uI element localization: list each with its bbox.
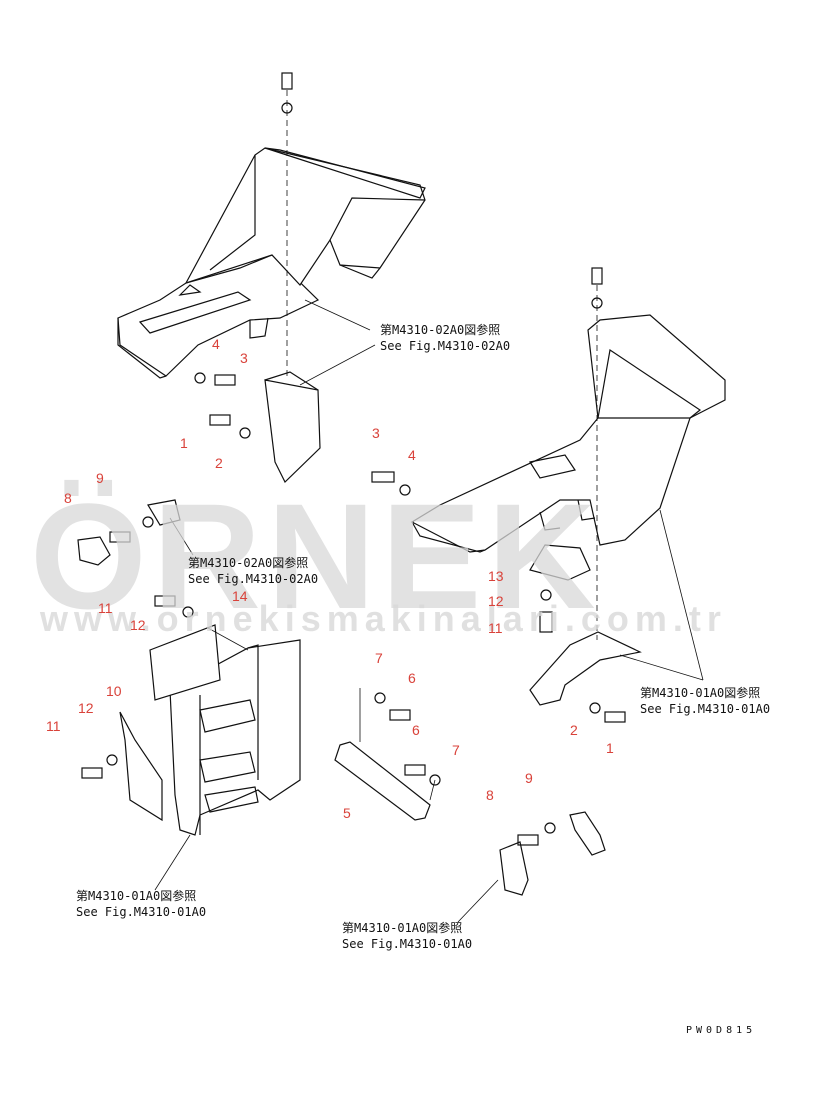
drawing-code: PW0D815: [686, 1025, 757, 1036]
reference-note-4: 第M4310-01A0図参照 See Fig.M4310-01A0: [76, 889, 207, 919]
callout-9: 9: [96, 470, 104, 486]
callout-12: 12: [130, 617, 146, 633]
reference-note-3: 第M4310-01A0図参照 See Fig.M4310-01A0: [640, 686, 771, 716]
leader-lines: [154, 90, 704, 923]
callout-14: 14: [232, 588, 248, 604]
reference-note-1: 第M4310-02A0図参照 See Fig.M4310-02A0: [380, 323, 511, 353]
callout-6: 6: [408, 670, 416, 686]
bolt-set: [81, 72, 626, 846]
callout-5: 5: [343, 805, 351, 821]
ladder-assembly: [77, 499, 301, 836]
handrail-bar: [334, 741, 606, 896]
callout-8: 8: [486, 787, 494, 803]
callout-3: 3: [240, 350, 248, 366]
callout-7: 7: [452, 742, 460, 758]
watermark-brand: ÖRNEK: [30, 472, 602, 640]
callout-10: 10: [106, 683, 122, 699]
callout-6: 6: [412, 722, 420, 738]
watermark-url: www.ornekismakinalari.com.tr: [40, 598, 727, 639]
callout-3: 3: [372, 425, 380, 441]
callout-4: 4: [212, 336, 220, 352]
callout-12: 12: [488, 593, 504, 609]
callout-12: 12: [78, 700, 94, 716]
reference-note-2: 第M4310-02A0図参照 See Fig.M4310-02A0: [188, 556, 319, 586]
callout-1: 1: [180, 435, 188, 451]
reference-note-5: 第M4310-01A0図参照 See Fig.M4310-01A0: [342, 921, 473, 951]
callout-8: 8: [64, 490, 72, 506]
callout-2: 2: [215, 455, 223, 471]
callout-11: 11: [488, 620, 503, 636]
callout-1: 1: [606, 740, 614, 756]
callout-11: 11: [46, 718, 61, 734]
right-step-frame: [410, 314, 726, 706]
callout-11: 11: [98, 600, 113, 616]
callout-2: 2: [570, 722, 578, 738]
callout-9: 9: [525, 770, 533, 786]
callout-13: 13: [488, 568, 504, 584]
left-step-frame: [117, 147, 426, 484]
callout-7: 7: [375, 650, 383, 666]
callout-4: 4: [408, 447, 416, 463]
